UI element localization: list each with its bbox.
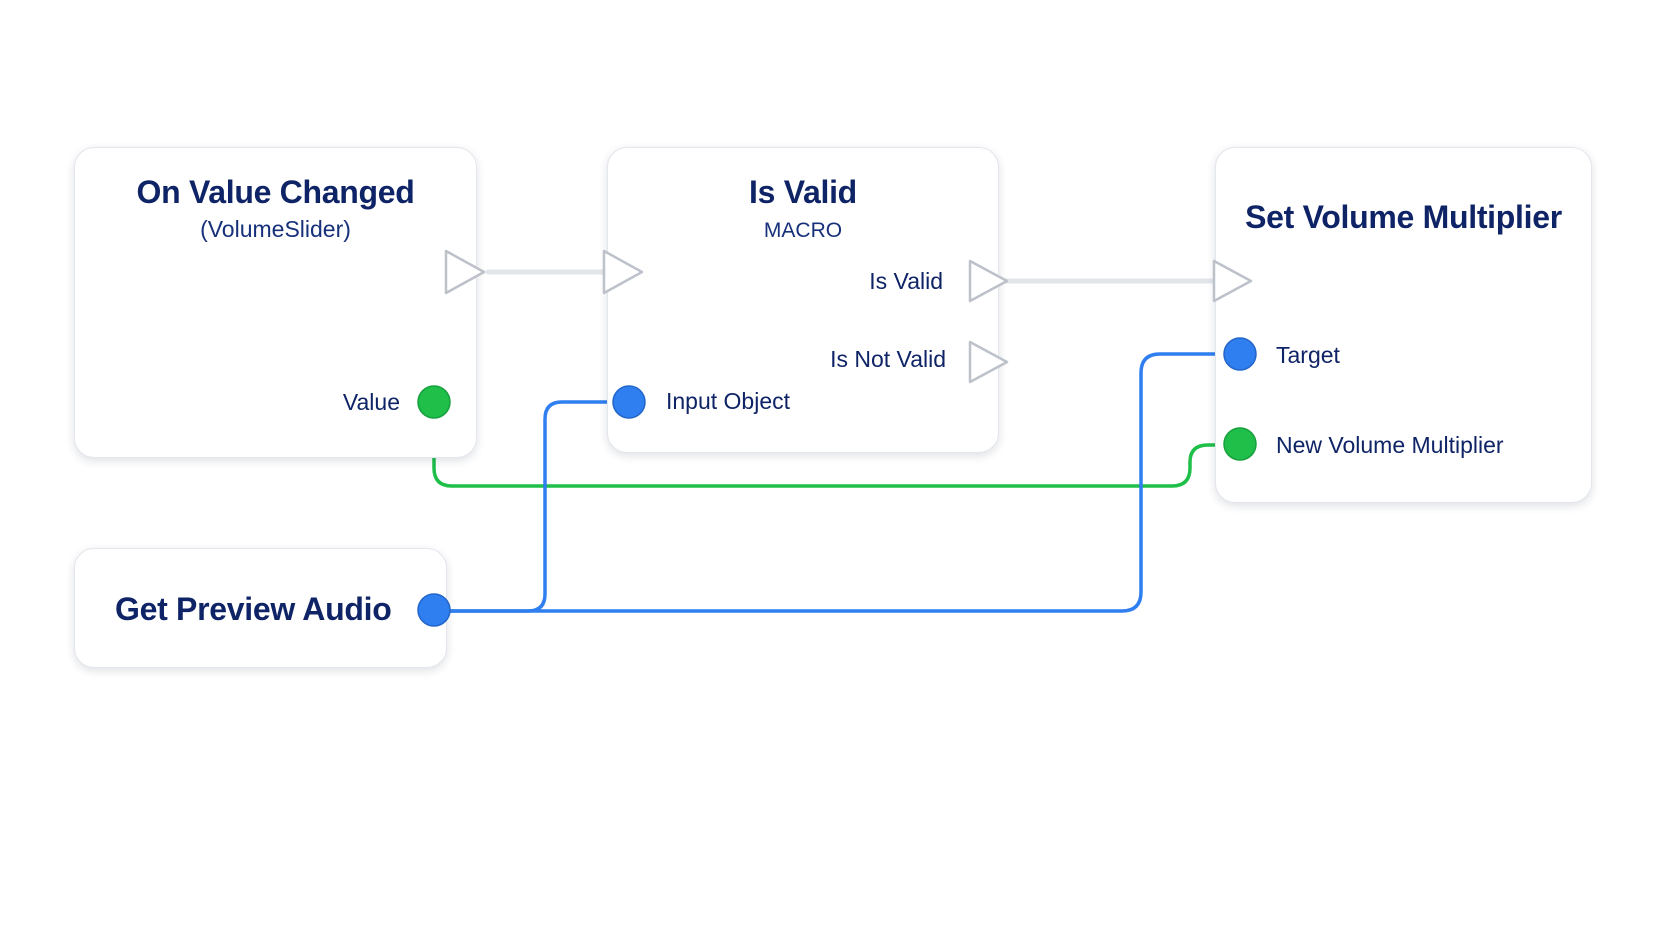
object-in-pin-input-object[interactable] (612, 385, 646, 419)
node-subtitle: MACRO (763, 219, 843, 242)
float-out-pin-value[interactable] (417, 385, 451, 419)
exec-in-pin-set-volume[interactable] (1212, 259, 1253, 303)
node-title: On Value Changed (136, 174, 415, 210)
pin-label-input-object: Input Object (666, 388, 791, 414)
exec-in-pin-is-valid[interactable] (602, 249, 644, 295)
object-out-pin-get-preview-audio[interactable] (417, 593, 451, 627)
node-title: Set Volume Multiplier (1245, 199, 1562, 235)
node-title: Get Preview Audio (115, 591, 392, 627)
node-is-valid[interactable]: Is Valid MACRO Is Valid Is Not Valid Inp… (607, 147, 999, 453)
pin-label-new-volume-multiplier: New Volume Multiplier (1276, 432, 1504, 458)
node-subtitle: (VolumeSlider) (200, 216, 351, 242)
object-in-pin-target[interactable] (1223, 337, 1257, 371)
node-get-preview-audio[interactable]: Get Preview Audio (74, 548, 447, 668)
node-on-value-changed[interactable]: On Value Changed (VolumeSlider) Value (74, 147, 477, 458)
node-set-volume-multiplier[interactable]: Set Volume Multiplier Target New Volume … (1215, 147, 1592, 503)
exec-out-pin-on-value-changed[interactable] (444, 249, 486, 295)
pin-label-is-not-valid: Is Not Valid (830, 346, 946, 372)
node-title: Is Valid (749, 174, 857, 210)
pin-label-is-valid: Is Valid (869, 268, 943, 294)
pin-label-value: Value (342, 389, 400, 415)
float-in-pin-new-volume-multiplier[interactable] (1223, 427, 1257, 461)
exec-out-pin-is-not-valid[interactable] (968, 340, 1009, 384)
exec-out-pin-is-valid[interactable] (968, 259, 1009, 303)
pin-label-target: Target (1276, 342, 1340, 368)
